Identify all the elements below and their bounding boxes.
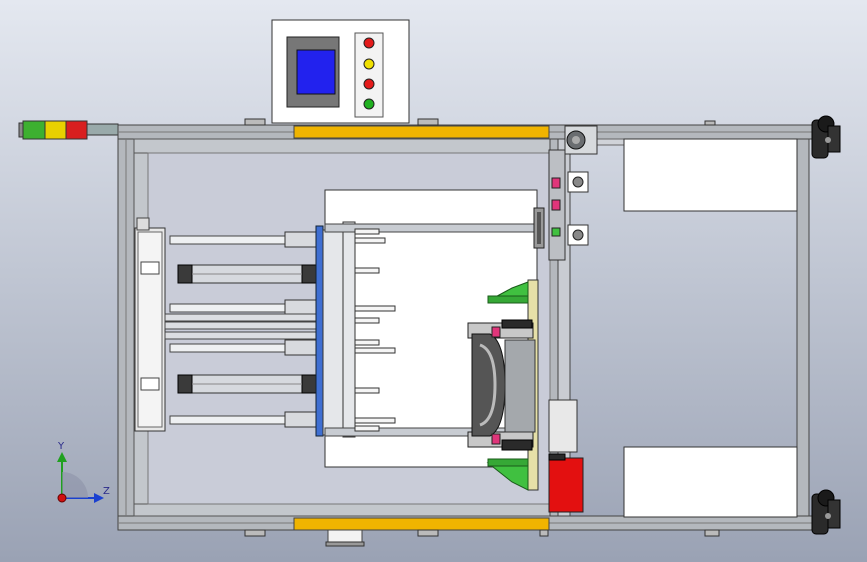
green-bracket-top: [487, 281, 529, 304]
cylinder-upper: [177, 264, 317, 284]
stack-light-green: [22, 120, 46, 140]
yellow-rail-bottom: [293, 517, 550, 531]
junction-box: [548, 399, 578, 453]
divider-sensors: [533, 149, 566, 261]
stack-light-red: [65, 120, 88, 140]
button-red-icon: [363, 37, 375, 49]
cylinder-lower: [177, 374, 317, 394]
right-panel-upper: [623, 138, 798, 212]
hmi-screen: [296, 49, 336, 95]
sensor-rods: [354, 228, 396, 432]
green-bracket-bottom: [486, 458, 529, 491]
pink-locator-top: [491, 326, 501, 338]
button-green-icon: [363, 98, 375, 110]
button-yellow-icon: [363, 58, 375, 70]
workpiece: [467, 319, 536, 451]
pink-locator-bottom: [491, 433, 501, 445]
right-panel-lower: [623, 446, 798, 518]
pusher-plate: [134, 217, 166, 432]
axis-y-label: Y: [58, 441, 65, 452]
steel-plate: [315, 225, 324, 437]
button-red-2-icon: [363, 78, 375, 90]
stack-light: [18, 120, 119, 140]
caster-bottom-right: [811, 489, 841, 535]
axis-triad: [57, 452, 104, 503]
red-block: [548, 457, 584, 513]
caster-top-right: [811, 115, 841, 159]
axis-z-label: Z: [103, 486, 110, 497]
control-box: [271, 19, 410, 124]
sensor-bracket-top: [564, 125, 598, 246]
yellow-rail-top: [293, 125, 550, 139]
stack-light-yellow: [44, 120, 67, 140]
